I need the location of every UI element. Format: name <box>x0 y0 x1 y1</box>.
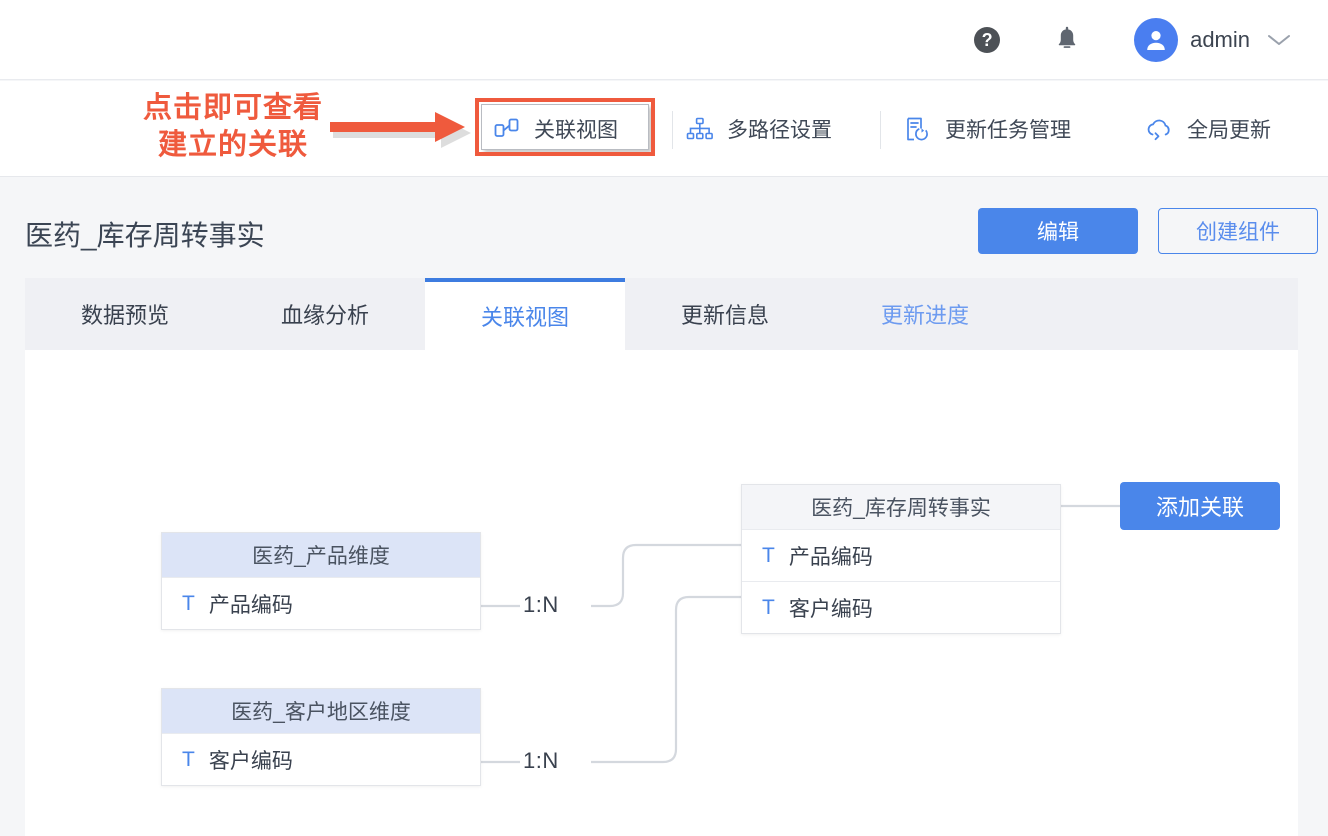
multi-path-icon <box>686 117 713 140</box>
user-menu[interactable]: admin <box>1134 17 1292 62</box>
toolbar-label-relation-view: 关联视图 <box>534 119 618 142</box>
node-field-fact-inventory-1[interactable]: T 客户编码 <box>742 581 1060 633</box>
tab-bar: 数据预览 血缘分析 关联视图 更新信息 更新进度 <box>25 278 1298 350</box>
annotation-line-1: 点击即可查看 <box>142 92 323 124</box>
node-field-dim-customer-region-0[interactable]: T 客户编码 <box>162 733 480 785</box>
relation-cardinality-1: 1:N <box>523 592 559 617</box>
tab-relation-view[interactable]: 关联视图 <box>425 278 625 350</box>
node-title-fact-inventory: 医药_库存周转事实 <box>742 485 1060 529</box>
notification-button[interactable] <box>1054 26 1080 54</box>
toolbar-divider-1 <box>672 111 673 149</box>
toolbar-item-relation-view[interactable]: 关联视图 <box>493 107 618 151</box>
node-title-dim-customer-region: 医药_客户地区维度 <box>162 689 480 733</box>
tab-label-update-info: 更新信息 <box>680 303 769 328</box>
help-circle-icon: ? <box>974 26 1001 53</box>
node-field-label: 客户编码 <box>208 749 293 773</box>
tab-label-data-preview: 数据预览 <box>80 303 169 328</box>
toolbar-item-multi-path[interactable]: 多路径设置 <box>686 107 832 151</box>
node-field-dim-product-0[interactable]: T 产品编码 <box>162 577 480 629</box>
node-field-fact-inventory-0[interactable]: T 产品编码 <box>742 529 1060 581</box>
tab-label-lineage: 血缘分析 <box>280 303 369 328</box>
toolbar-label-multi-path: 多路径设置 <box>727 119 832 142</box>
page-title: 医药_库存周转事实 <box>25 220 265 251</box>
node-field-label: 产品编码 <box>788 545 873 569</box>
text-type-icon: T <box>182 748 195 771</box>
node-dim-customer-region[interactable]: 医药_客户地区维度 T 客户编码 <box>161 688 481 786</box>
node-field-label: 客户编码 <box>788 597 873 621</box>
help-button[interactable]: ? <box>974 26 1001 53</box>
create-component-button[interactable]: 创建组件 <box>1158 208 1318 254</box>
tab-update-info[interactable]: 更新信息 <box>625 278 825 350</box>
annotation-line-2: 建立的关联 <box>157 129 308 161</box>
toolbar-item-update-task[interactable]: 更新任务管理 <box>904 107 1071 151</box>
tab-update-progress[interactable]: 更新进度 <box>825 278 1025 350</box>
chevron-down-icon[interactable] <box>1266 32 1292 48</box>
relation-view-icon <box>494 118 519 137</box>
top-bar: ? admin <box>0 0 1328 80</box>
user-name-label: admin <box>1190 26 1250 52</box>
edit-button[interactable]: 编辑 <box>978 208 1138 254</box>
tab-data-preview[interactable]: 数据预览 <box>25 278 225 350</box>
avatar <box>1134 17 1179 62</box>
annotation-text: 点击即可查看 建立的关联 <box>118 90 348 164</box>
tab-label-update-progress: 更新进度 <box>880 303 969 328</box>
add-relation-button[interactable]: 添加关联 <box>1120 482 1280 530</box>
bell-icon <box>1058 26 1076 48</box>
text-type-icon: T <box>182 592 195 615</box>
toolbar-item-global-update[interactable]: 全局更新 <box>1144 107 1271 151</box>
text-type-icon: T <box>762 544 775 567</box>
content-panel: 医药_库存周转事实 编辑 创建组件 数据预览 血缘分析 关联视图 更新信息 更新… <box>25 178 1318 836</box>
toolbar-divider-2 <box>880 111 881 149</box>
node-title-dim-product: 医药_产品维度 <box>162 533 480 577</box>
relation-canvas[interactable]: 1:N 1:N 医药_产品维度 T 产品编码 医药_客户地区维度 T 客户编码 … <box>25 350 1298 836</box>
node-field-label: 产品编码 <box>208 593 293 617</box>
tab-label-relation-view: 关联视图 <box>480 305 569 330</box>
node-fact-inventory[interactable]: 医药_库存周转事实 T 产品编码 T 客户编码 <box>741 484 1061 634</box>
cloud-refresh-icon <box>1147 119 1170 141</box>
text-type-icon: T <box>762 596 775 619</box>
user-avatar-icon <box>1147 30 1165 50</box>
task-refresh-icon <box>907 117 928 141</box>
action-toolbar: 关联视图 多路径设置 更新任务管理 全局更新 <box>0 81 1328 177</box>
right-arrow-annotation <box>330 112 471 148</box>
toolbar-label-global-update: 全局更新 <box>1187 119 1271 142</box>
tab-lineage[interactable]: 血缘分析 <box>225 278 425 350</box>
relation-cardinality-2: 1:N <box>523 748 559 773</box>
toolbar-label-update-task: 更新任务管理 <box>945 119 1071 142</box>
node-dim-product[interactable]: 医药_产品维度 T 产品编码 <box>161 532 481 630</box>
